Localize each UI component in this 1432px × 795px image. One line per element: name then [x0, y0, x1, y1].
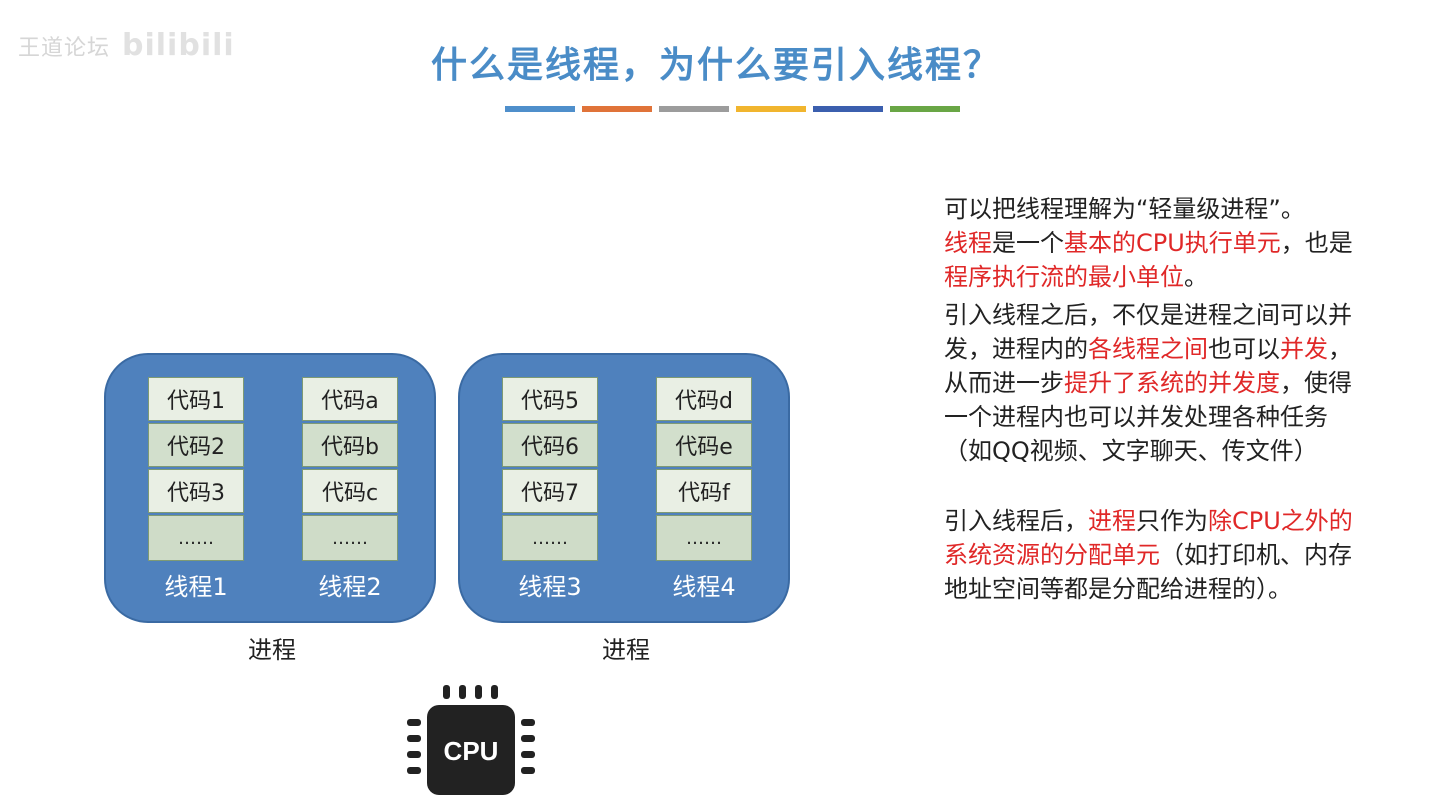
text-span: 。 — [1184, 263, 1208, 291]
color-bar-segment — [736, 106, 806, 112]
code-cell-ellipsis: …… — [302, 515, 398, 561]
color-bar-segment — [505, 106, 575, 112]
thread-column-3: 代码5 代码6 代码7 …… 线程3 — [502, 377, 598, 602]
text-span: 引入线程之后，不仅是进程之间可以并发，进程内的 — [944, 301, 1352, 363]
text-span: 只作为 — [1136, 507, 1208, 535]
thread-label: 线程4 — [672, 573, 736, 601]
text-span: 是一个 — [992, 229, 1064, 257]
process-box-2: 代码5 代码6 代码7 …… 线程3 代码d 代码e 代码f …… 线程4 — [458, 353, 790, 623]
process-box-1: 代码1 代码2 代码3 …… 线程1 代码a 代码b 代码c …… 线程2 — [104, 353, 436, 623]
code-cell-ellipsis: …… — [148, 515, 244, 561]
code-cell: 代码c — [302, 469, 398, 513]
highlight-text: 程序执行流的最小单位 — [944, 263, 1184, 291]
code-cell: 代码3 — [148, 469, 244, 513]
code-cell: 代码d — [656, 377, 752, 421]
text-span: 也是 — [1304, 229, 1353, 257]
watermark-text: 王道论坛 — [18, 35, 111, 61]
thread-label: 线程1 — [164, 573, 228, 601]
color-bar-segment — [582, 106, 652, 112]
code-cell: 代码a — [302, 377, 398, 421]
paragraph-1: 可以把线程理解为“轻量级进程”。 — [944, 192, 1374, 226]
code-cell: 代码e — [656, 423, 752, 467]
code-cell: 代码5 — [502, 377, 598, 421]
color-bar-segment — [890, 106, 960, 112]
code-cell-ellipsis: …… — [502, 515, 598, 561]
page-title: 什么是线程，为什么要引入线程？ — [430, 45, 1001, 86]
code-cell: 代码f — [656, 469, 752, 513]
highlight-text: 除CPU之外的系统资源的分配单元 — [944, 507, 1353, 569]
highlight-text: 进程 — [1088, 507, 1136, 535]
code-cell: 代码1 — [148, 377, 244, 421]
highlight-text: 提升了系统的并发度 — [1064, 369, 1280, 397]
explanation-text: 可以把线程理解为“轻量级进程”。 线程是一个基本的CPU执行单元，也是程序执行流… — [944, 192, 1374, 606]
code-cell: 代码7 — [502, 469, 598, 513]
text-span: ， — [1280, 229, 1305, 257]
paragraph-gap — [944, 468, 1374, 504]
highlight-text: 并发 — [1280, 335, 1328, 363]
paragraph-4: 引入线程后，进程只作为除CPU之外的系统资源的分配单元（如打印机、内存地址空间等… — [944, 504, 1374, 606]
code-cell-ellipsis: …… — [656, 515, 752, 561]
text-span: 也可以 — [1208, 335, 1280, 363]
code-cell: 代码2 — [148, 423, 244, 467]
cpu-chip-icon: CPU — [407, 685, 535, 795]
process-label-2: 进程 — [602, 636, 650, 664]
text-span: （如打印机、内存地址空间等都是分配给进程的）。 — [944, 541, 1352, 603]
highlight-text: 线程 — [944, 229, 992, 257]
thread-column-4: 代码d 代码e 代码f …… 线程4 — [656, 377, 752, 602]
title-color-bar — [505, 106, 960, 112]
thread-column-2: 代码a 代码b 代码c …… 线程2 — [302, 377, 398, 602]
thread-column-1: 代码1 代码2 代码3 …… 线程1 — [148, 377, 244, 602]
cpu-label: CPU — [444, 736, 499, 766]
code-cell: 代码6 — [502, 423, 598, 467]
watermark: 王道论坛 bilibili — [18, 28, 235, 63]
highlight-text: 基本的CPU执行单元 — [1064, 229, 1281, 257]
process-label-1: 进程 — [248, 636, 296, 664]
text-span: ，从而进一步 — [944, 335, 1352, 397]
code-cell: 代码b — [302, 423, 398, 467]
text-span: ，使得一个进程内也可以并发处理各种任务（如QQ视频、文字聊天、传文件） — [944, 369, 1352, 465]
paragraph-2: 线程是一个基本的CPU执行单元，也是程序执行流的最小单位。 — [944, 226, 1374, 294]
paragraph-3: 引入线程之后，不仅是进程之间可以并发，进程内的各线程之间也可以并发，从而进一步提… — [944, 298, 1374, 468]
color-bar-segment — [813, 106, 883, 112]
text-span: 引入线程后， — [944, 507, 1088, 535]
color-bar-segment — [659, 106, 729, 112]
bilibili-logo: bilibili — [122, 28, 235, 63]
text-span: 可以把线程理解为“轻量级进程”。 — [944, 195, 1305, 223]
thread-label: 线程3 — [518, 573, 582, 601]
thread-label: 线程2 — [318, 573, 382, 601]
highlight-text: 各线程之间 — [1088, 335, 1208, 363]
